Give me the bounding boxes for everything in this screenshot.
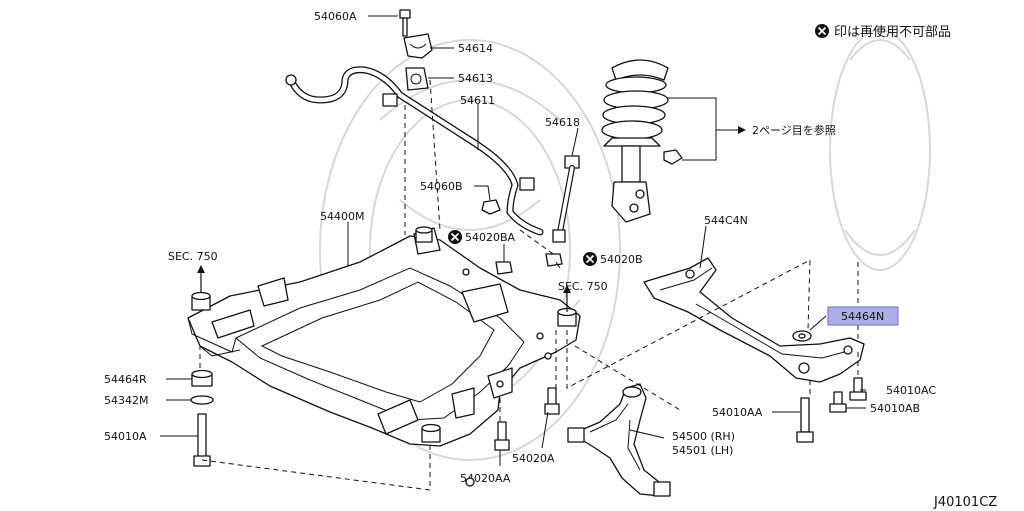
lower-control-arm xyxy=(567,383,671,497)
non-reusable-marker-54020BA xyxy=(448,230,462,244)
mount-bushing-rear xyxy=(421,423,441,443)
non-reusable-marker-54020B xyxy=(583,252,597,266)
legend: 印は再使用不可部品 xyxy=(815,24,951,40)
washer-54464N xyxy=(792,330,812,342)
label-54464N: 54464N xyxy=(841,310,884,323)
assembly-lines xyxy=(199,79,859,491)
bracket-54614 xyxy=(403,33,433,59)
nut-54020B xyxy=(545,253,563,267)
washer-54464R xyxy=(191,369,213,387)
label-54060B: 54060B xyxy=(420,180,463,193)
bolt-54010AB xyxy=(829,391,847,413)
label-54611: 54611 xyxy=(460,94,495,107)
strut-reference-label: 2ページ目を参照 xyxy=(752,123,836,137)
label-54400M: 54400M xyxy=(320,210,364,223)
stabilizer-bar xyxy=(285,66,544,236)
label-54614: 54614 xyxy=(458,42,493,55)
label-544C4N: 544C4N xyxy=(704,214,748,227)
diagram-code: J40101CZ xyxy=(933,495,997,510)
label-54613: 54613 xyxy=(458,72,493,85)
label-54464R: 54464R xyxy=(104,373,147,386)
bolt-54060A xyxy=(399,9,411,37)
label-54500-rh: 54500 (RH) xyxy=(672,430,735,443)
legend-text: 印は再使用不可部品 xyxy=(834,24,951,40)
label-54010AA: 54010AA xyxy=(712,406,763,419)
label-54060A: 54060A xyxy=(314,10,357,23)
nut-54060B xyxy=(481,199,501,215)
label-54020A: 54020A xyxy=(512,452,555,465)
label-sec750-left: SEC. 750 xyxy=(168,250,218,263)
label-nut-icon xyxy=(465,477,475,487)
label-54010A: 54010A xyxy=(104,430,147,443)
bolt-54010AC xyxy=(849,377,867,401)
mount-bushing-left xyxy=(191,291,211,311)
label-54020B: 54020B xyxy=(600,253,643,266)
brace-544C4N xyxy=(643,257,865,383)
bolt-54020A xyxy=(544,387,560,415)
non-reusable-icon xyxy=(815,24,829,38)
part-labels: 54060A 54614 54613 54611 54618 54060B 54… xyxy=(104,10,936,485)
label-sec750-right: SEC. 750 xyxy=(558,280,608,293)
bolt-54010A xyxy=(193,413,211,467)
label-54010AB: 54010AB xyxy=(870,402,920,415)
label-54618: 54618 xyxy=(545,116,580,129)
bolt-54010AA xyxy=(796,397,814,443)
bolt-54020BA xyxy=(495,261,513,275)
leader-lines xyxy=(160,15,866,466)
front-crossmember-54400M xyxy=(187,226,581,447)
bushing-54613 xyxy=(405,67,429,91)
mount-bushing-front xyxy=(415,226,433,243)
label-54501-lh: 54501 (LH) xyxy=(672,444,733,457)
label-54020BA: 54020BA xyxy=(465,231,516,244)
sec-arrow-left xyxy=(197,265,205,292)
stabilizer-link-54618 xyxy=(552,155,580,243)
washer-54342M xyxy=(190,395,214,405)
bolt-54020AA xyxy=(494,421,510,451)
highlight-54464N xyxy=(827,306,899,326)
label-54010AC: 54010AC xyxy=(886,384,936,397)
sec-arrow-right xyxy=(563,285,571,312)
strut-assembly xyxy=(601,59,683,223)
label-54342M: 54342M xyxy=(104,394,148,407)
strut-reference-bracket xyxy=(668,97,746,161)
